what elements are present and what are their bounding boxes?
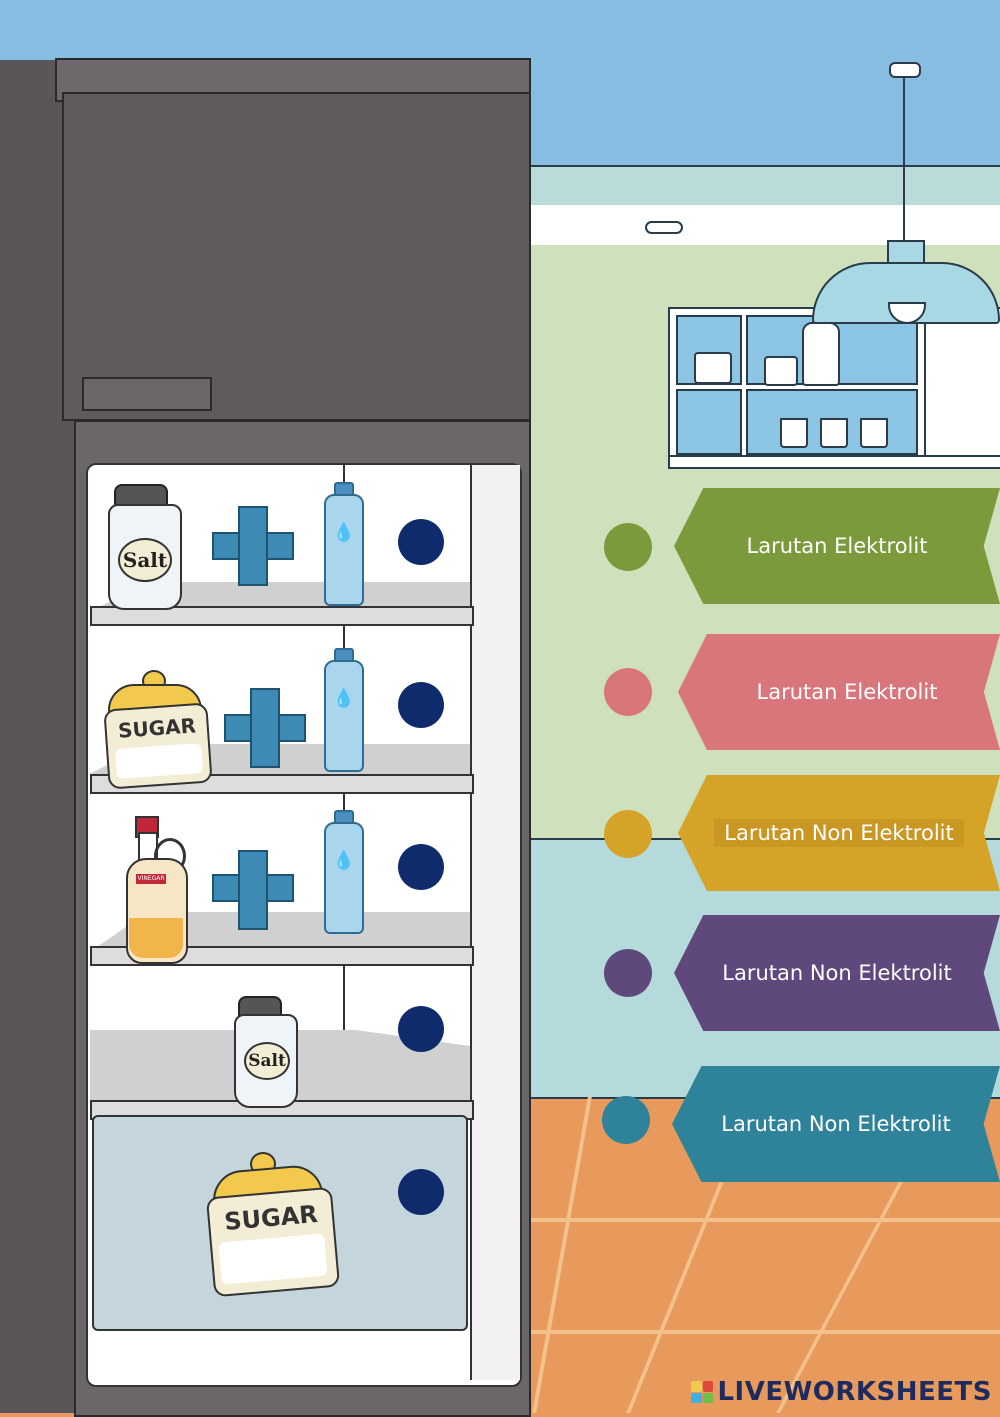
wall-shelf-base — [668, 455, 1000, 469]
option-5-label: Larutan Non Elektrolit — [721, 1112, 951, 1136]
milk-bottle — [802, 322, 840, 386]
water-bottle: 💧 — [324, 822, 364, 934]
vinegar-label: VINEGAR — [136, 874, 166, 884]
plus-icon — [250, 688, 280, 768]
wall-vent — [645, 221, 683, 234]
water-drop-icon: 💧 — [332, 688, 356, 709]
vinegar-liquid — [129, 918, 183, 958]
sugar-contents — [115, 743, 203, 779]
floor-tile-line — [527, 1218, 1000, 1222]
cup — [820, 418, 848, 448]
water-bottle: 💧 — [324, 660, 364, 772]
jar — [764, 356, 798, 386]
option-1-label: Larutan Elektrolit — [746, 534, 928, 558]
wall-shelf-side — [920, 307, 1000, 457]
option-1-connector[interactable] — [604, 523, 652, 571]
option-4-label: Larutan Non Elektrolit — [722, 961, 952, 985]
option-2-label: Larutan Elektrolit — [756, 680, 938, 704]
option-3-connector[interactable] — [604, 810, 652, 858]
water-bottle: 💧 — [324, 494, 364, 606]
fridge-inner-wall — [470, 465, 520, 1380]
wall-trim — [527, 205, 1000, 247]
option-2-connector[interactable] — [604, 668, 652, 716]
drop-target-1[interactable] — [398, 519, 444, 565]
brand-name: LIVEWORKSHEETS — [717, 1377, 992, 1407]
option-3[interactable]: Larutan Non Elektrolit — [678, 775, 1000, 891]
drop-target-5[interactable] — [398, 1169, 444, 1215]
water-drop-icon: 💧 — [332, 522, 356, 543]
wall-shelf-cell — [676, 389, 742, 455]
option-5-connector[interactable] — [602, 1096, 650, 1144]
plus-icon — [238, 506, 268, 586]
salt-label: Salt — [244, 1042, 290, 1080]
shelf — [90, 606, 474, 626]
cup — [860, 418, 888, 448]
option-2[interactable]: Larutan Elektrolit — [678, 634, 1000, 750]
option-4[interactable]: Larutan Non Elektrolit — [674, 915, 1000, 1031]
brand-watermark: LIVEWORKSHEETS — [691, 1377, 992, 1407]
drop-target-3[interactable] — [398, 844, 444, 890]
freezer-door — [62, 92, 531, 421]
option-1[interactable]: Larutan Elektrolit — [674, 488, 1000, 604]
option-4-connector[interactable] — [604, 949, 652, 997]
bowl-stack — [694, 352, 732, 384]
lamp-wire — [903, 76, 905, 244]
brand-logo-icon — [691, 1381, 714, 1403]
drop-target-4[interactable] — [398, 1006, 444, 1052]
water-drop-icon: 💧 — [332, 850, 356, 871]
cup — [780, 418, 808, 448]
salt-label: Salt — [118, 538, 172, 582]
freezer-handle — [82, 377, 212, 411]
floor-tile-line — [527, 1330, 1000, 1334]
lamp-mount — [889, 62, 921, 78]
option-5[interactable]: Larutan Non Elektrolit — [672, 1066, 1000, 1182]
option-3-label: Larutan Non Elektrolit — [714, 819, 964, 847]
drop-target-2[interactable] — [398, 682, 444, 728]
plus-icon — [238, 850, 268, 930]
